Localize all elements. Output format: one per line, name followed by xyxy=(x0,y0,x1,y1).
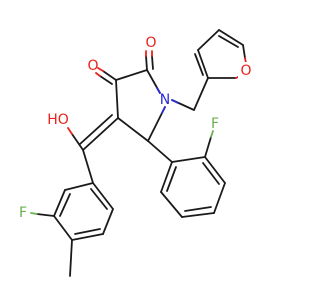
bond-fur-c3-c4 xyxy=(197,29,220,51)
bond-fur-c5-o xyxy=(242,44,246,59)
fluorophenyl-ring xyxy=(160,156,226,218)
bond-c4-cexo xyxy=(82,117,119,151)
bond-br3-br4 xyxy=(213,182,226,214)
bond-c2-n-colored xyxy=(156,87,161,94)
bond-c4-c3 xyxy=(115,79,119,119)
bond-br1-br2 xyxy=(171,156,206,163)
molecule-svg: O O O N HO F F xyxy=(18,29,254,277)
aryl-right-fluorine-bond xyxy=(204,130,214,158)
ketone-c3-oxygen-label: O xyxy=(87,58,98,74)
aryl-left-fluorine-bond xyxy=(30,212,55,217)
furan-o-bg xyxy=(238,62,254,80)
bond-ar1-ar2 xyxy=(64,182,94,191)
bond-cexo-oh xyxy=(71,133,84,151)
bond-c5-aryl xyxy=(147,140,173,163)
bond-cexo-oh-red xyxy=(67,127,73,135)
bond-ar3-f xyxy=(36,213,55,217)
ketone-c2-oxygen-label: O xyxy=(145,35,156,51)
bond-fur-c4-c5-double xyxy=(218,35,239,48)
bond-ar2-ar3-double xyxy=(59,193,71,217)
bond-br5-br6 xyxy=(160,191,183,218)
ketone-c2 xyxy=(145,50,154,71)
bond-br4-br5-double xyxy=(184,206,212,212)
bond-ch2-furan xyxy=(193,77,209,111)
fluoromethylphenyl-ring xyxy=(53,182,114,241)
bond-ar3-ar4 xyxy=(53,215,73,241)
bond-c3-o-double xyxy=(99,75,113,85)
furan-ring xyxy=(194,29,247,79)
bond-ar4-ar5-double xyxy=(74,228,101,235)
bond-methyl xyxy=(69,239,73,277)
furan-oxygen-label: O xyxy=(240,63,251,79)
bond-ar4-ar5 xyxy=(71,233,104,241)
bond-c2-o-double xyxy=(151,55,154,70)
bond-c3-c2 xyxy=(115,69,148,81)
bond-br2-br3-double xyxy=(202,162,220,185)
bond-ar5-ar6 xyxy=(102,208,114,235)
bond-ar6-ar1-double xyxy=(90,188,108,210)
bond-fur-c2-c3-double xyxy=(194,53,204,76)
bond-ar6-ar1 xyxy=(92,182,114,210)
hydroxyl-group xyxy=(67,127,84,151)
pyrrolidine-ring xyxy=(115,69,166,142)
bond-fur-c4-c5 xyxy=(218,29,244,46)
bond-cexo-aryl xyxy=(82,149,94,184)
bond-ar2-ar3 xyxy=(53,189,66,217)
fluorine-right-label: F xyxy=(211,116,219,132)
bond-n-ch2-colored xyxy=(171,99,179,104)
bond-n-c5-colored xyxy=(161,106,166,114)
ring-nitrogen-label: N xyxy=(160,92,170,108)
bond-fur-c2-c3 xyxy=(197,49,209,79)
bond-br6-br1 xyxy=(160,161,173,193)
bond-br2-br3 xyxy=(204,156,226,184)
exocyclic-alkene xyxy=(79,114,119,151)
furylmethyl-linker xyxy=(171,77,209,111)
bond-c4-cexo-double xyxy=(79,114,113,145)
fluorine-left-label: F xyxy=(19,205,27,221)
bond-c3-o-double-red xyxy=(95,72,101,77)
bond-c5-c4 xyxy=(117,117,149,142)
bond-br2-f xyxy=(204,136,212,158)
bond-br2-f-green xyxy=(210,130,214,138)
structure-diagram: O O O N HO F F xyxy=(18,29,254,277)
bond-c3-o-red xyxy=(97,67,104,72)
bond-c3-o xyxy=(102,70,117,81)
bond-br6-br1-double xyxy=(166,166,177,192)
bond-ar3-f-green xyxy=(30,212,38,215)
bond-c2-o xyxy=(145,55,148,71)
ketone-c3 xyxy=(95,67,117,85)
hydroxyl-label: HO xyxy=(47,112,69,128)
bond-br4-br5 xyxy=(181,212,215,218)
